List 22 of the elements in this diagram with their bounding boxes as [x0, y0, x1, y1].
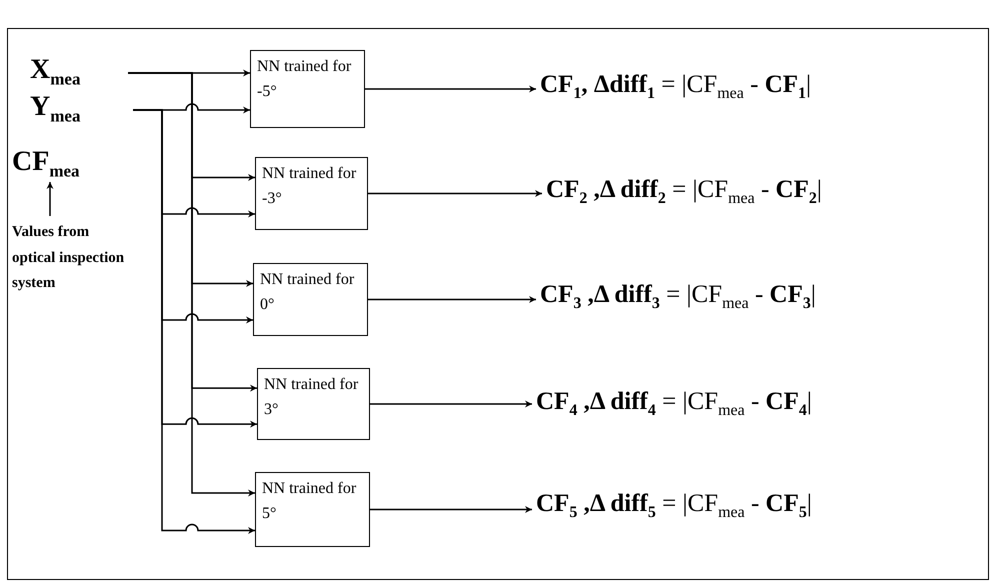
input-label: X$_{mea}$ [30, 56, 128, 90]
input-label: CF$_{mea}$ [12, 148, 88, 180]
process-box: NN trained for -5° [250, 50, 365, 128]
arrow [370, 400, 532, 408]
arrow [365, 86, 536, 92]
arrow [368, 296, 536, 303]
arrow [133, 109, 255, 534]
arrow [368, 190, 542, 197]
arrow [128, 72, 255, 496]
note-text: Values from optical inspection system [12, 220, 130, 308]
formula-text: CF$_{3}$ ,Δ diff$_{3}$ = |CF$_{mea}$ - CF$_{3}$| [540, 282, 980, 314]
process-box: NN trained for 5° [255, 472, 370, 547]
process-box: NN trained for -3° [255, 157, 368, 230]
arrow [46, 182, 54, 216]
formula-text: CF$_{5}$ ,Δ diff$_{5}$ = |CF$_{mea}$ - CF$_{5}$| [536, 491, 976, 523]
input-label: Y$_{mea}$ [30, 93, 133, 127]
formula-text: CF$_{2}$ ,Δ diff$_{2}$ = |CF$_{mea}$ - CF$_{2}$| [546, 177, 986, 209]
process-box: NN trained for 0° [253, 263, 368, 336]
arrow [370, 506, 532, 513]
process-box: NN trained for 3° [257, 368, 370, 440]
formula-text: CF$_{4}$ ,Δ diff$_{4}$ = |CF$_{mea}$ - CF$_{4}$| [536, 389, 976, 421]
formula-text: CF$_{1}$, Δdiff$_{1}$ = |CF$_{mea}$ - CF$_{1}$| [540, 72, 980, 104]
